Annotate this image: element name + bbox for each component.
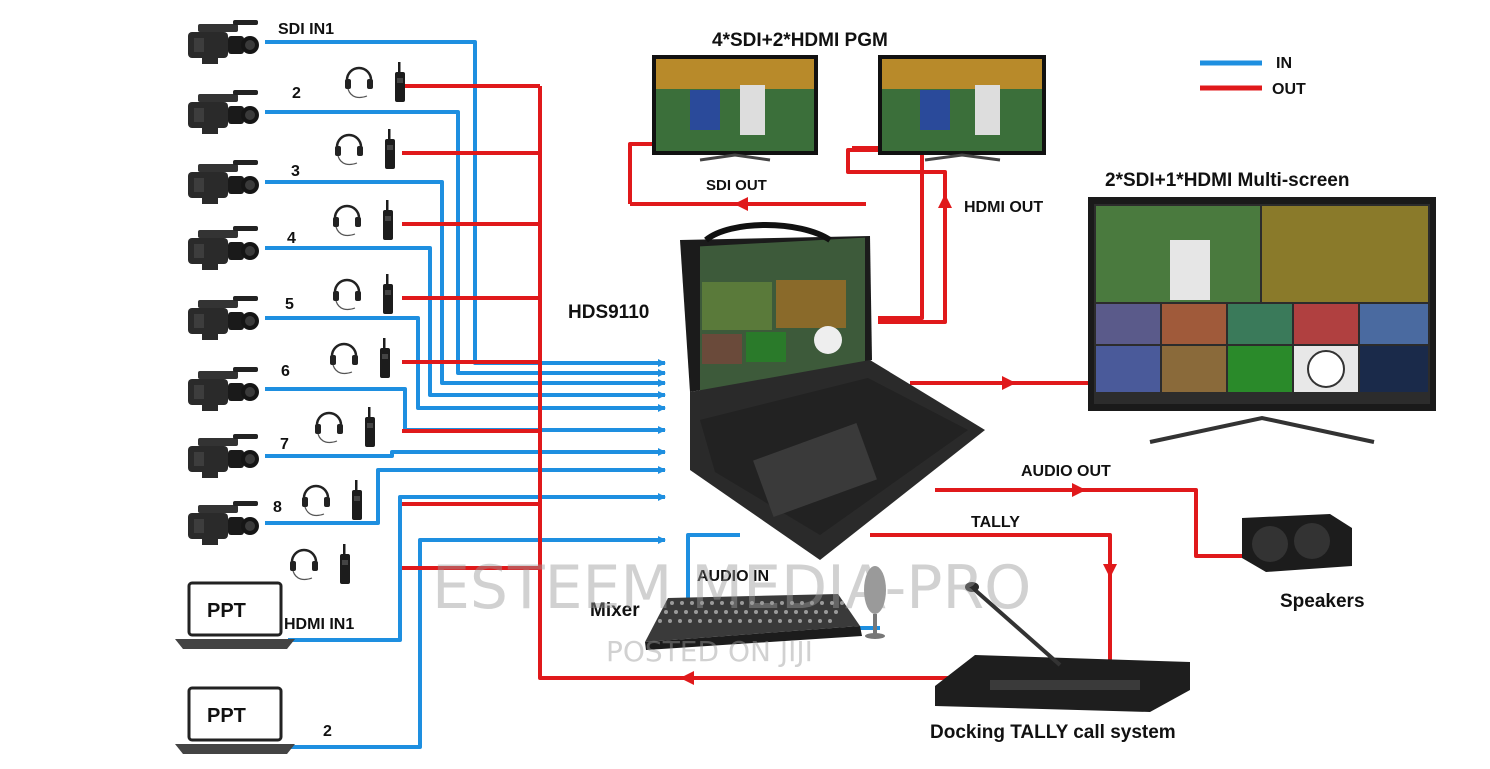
video-camera-icon <box>188 434 259 478</box>
speakers-label: Speakers <box>1280 591 1365 612</box>
headset-walkie-talkie-icon <box>313 405 377 449</box>
video-camera-icon <box>188 90 259 134</box>
camera-label-2: 2 <box>292 85 301 102</box>
tally-label: TALLY <box>971 514 1020 531</box>
mixer-label: Mixer <box>590 600 640 621</box>
legend-in-label: IN <box>1276 55 1292 72</box>
headset-walkie-talkie-icon <box>333 127 397 171</box>
video-camera-icon <box>188 160 259 204</box>
headset-walkie-talkie-icon <box>331 272 395 316</box>
audio-out-arrow <box>1072 483 1086 497</box>
hdmi-out-arrow <box>938 194 952 208</box>
audio-in-label: AUDIO IN <box>697 568 769 585</box>
laptop-label-2: 2 <box>323 723 332 740</box>
audio-out-cable <box>935 488 1242 558</box>
pgm-title: 4*SDI+2*HDMI PGM <box>712 30 888 51</box>
tally-call-unit <box>935 582 1190 712</box>
camera-label-4: 4 <box>287 230 296 247</box>
pgm-monitor-1 <box>652 55 818 162</box>
laptop-icon: PPT <box>175 581 295 649</box>
microphone-icon <box>864 566 886 639</box>
camera-label-5: 5 <box>285 296 294 313</box>
tally-cable <box>870 533 1112 660</box>
hdmi-out-cable <box>846 148 947 324</box>
video-camera-icon <box>188 20 259 64</box>
headset-walkie-talkie-icon <box>300 478 364 522</box>
laptop-screen-text-2: PPT <box>207 705 246 727</box>
tally-return-arrow <box>680 671 694 685</box>
tally-bus-cable <box>538 86 960 680</box>
laptop-label-1: HDMI IN1 <box>284 616 354 633</box>
multiscreen-title: 2*SDI+1*HDMI Multi-screen <box>1105 170 1349 191</box>
input-cable-cam-3 <box>265 180 666 387</box>
headset-walkie-talkie-icon <box>343 60 407 104</box>
input-cable-cam-1 <box>265 40 666 367</box>
watermark-text: ESTEEM MEDIA-PRO <box>432 553 1031 623</box>
camera-label-6: 6 <box>281 363 290 380</box>
camera-label-8: 8 <box>273 499 282 516</box>
audio-mixer-icon <box>645 594 862 650</box>
input-cable-cam-7 <box>265 448 666 458</box>
pgm-monitor-2 <box>878 55 1046 162</box>
video-camera-icon <box>188 501 259 545</box>
hdmi-out-label: HDMI OUT <box>964 199 1043 216</box>
sdi-out-arrow <box>734 197 748 211</box>
sdi-out-label: SDI OUT <box>706 177 767 194</box>
camera-label-7: 7 <box>280 436 289 453</box>
multiscreen-monitor <box>1088 197 1436 444</box>
intercom-sets <box>288 60 407 586</box>
docking-label: Docking TALLY call system <box>930 722 1176 743</box>
speaker-icon <box>1242 514 1352 572</box>
watermark-subtext: POSTED ON JIJI <box>606 635 813 668</box>
video-camera-icon <box>188 226 259 270</box>
device-label: HDS9110 <box>568 302 649 323</box>
camera-sources: SDI IN1 2 3 4 5 6 7 8 <box>188 20 334 545</box>
camera-label-1: SDI IN1 <box>278 21 334 38</box>
audio-out-label: AUDIO OUT <box>1021 463 1111 480</box>
video-camera-icon <box>188 296 259 340</box>
legend: IN OUT <box>1200 55 1306 98</box>
input-cable-cam-4 <box>265 246 666 399</box>
camera-label-3: 3 <box>291 163 300 180</box>
input-cable-hdmi-2 <box>288 536 666 749</box>
multiscreen-arrow <box>1002 376 1016 390</box>
headset-walkie-talkie-icon <box>328 336 392 380</box>
sdi-pgm-feed-left <box>628 142 652 204</box>
hds9110-switcher <box>680 222 985 560</box>
tally-arrow <box>1103 564 1117 578</box>
input-cable-hdmi-1 <box>288 493 666 642</box>
input-cable-cam-2 <box>265 110 666 377</box>
laptop-screen-text-1: PPT <box>207 600 246 622</box>
input-cable-cam-8 <box>265 466 666 525</box>
headset-walkie-talkie-icon <box>288 542 352 586</box>
headset-walkie-talkie-icon <box>331 198 395 242</box>
laptop-icon: PPT <box>175 686 295 754</box>
legend-out-label: OUT <box>1272 81 1306 98</box>
video-camera-icon <box>188 367 259 411</box>
